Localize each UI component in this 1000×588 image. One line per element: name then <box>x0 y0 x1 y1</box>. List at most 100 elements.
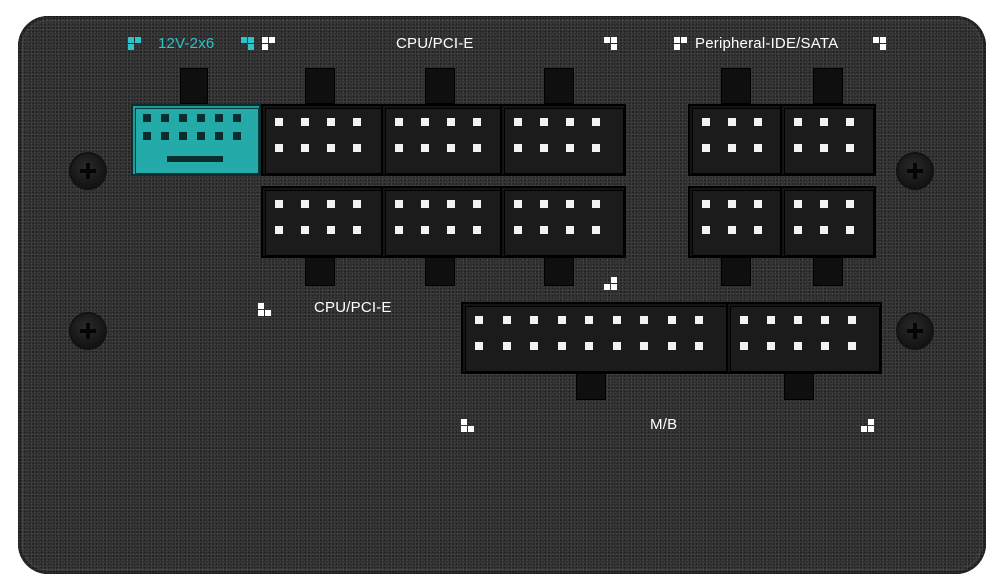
connector-pin <box>848 316 856 324</box>
connector-pin <box>275 144 283 152</box>
connector-pin <box>585 342 593 350</box>
connector-latch <box>305 68 335 104</box>
connector-pin <box>530 316 538 324</box>
corner-bracket-icon <box>258 303 272 317</box>
connector-peripheral <box>688 186 784 258</box>
connector-pin <box>473 200 481 208</box>
connector-pin <box>421 144 429 152</box>
connector-pin <box>179 132 187 140</box>
connector-cell <box>504 108 624 174</box>
connector-pin <box>447 226 455 234</box>
connector-pin <box>566 118 574 126</box>
connector-pin <box>540 226 548 234</box>
connector-peripheral <box>780 186 876 258</box>
connector-pin <box>794 200 802 208</box>
connector-pin <box>794 226 802 234</box>
connector-pin <box>215 132 223 140</box>
connector-pin <box>754 144 762 152</box>
connector-pin <box>695 316 703 324</box>
connector-pin <box>301 226 309 234</box>
connector-pin <box>592 200 600 208</box>
connector-pin <box>640 342 648 350</box>
connector-pin <box>585 316 593 324</box>
connector-pin <box>475 316 483 324</box>
connector-pin <box>846 144 854 152</box>
connector-pin <box>395 118 403 126</box>
label-peripheral-ide-sata: Peripheral-IDE/SATA <box>695 35 839 52</box>
psu-modular-panel: 12V-2x6 CPU/PCI-E Peripheral-IDE/SATA CP… <box>18 16 986 574</box>
connector-cpu-pcie <box>381 104 507 176</box>
connector-pin <box>353 144 361 152</box>
connector-cell <box>730 306 880 372</box>
connector-pin <box>143 114 151 122</box>
connector-pin <box>728 200 736 208</box>
connector-latch <box>180 68 208 104</box>
connector-pin <box>754 118 762 126</box>
connector-cpu-pcie <box>500 186 626 258</box>
label-mb: M/B <box>650 416 678 433</box>
screw-icon <box>898 314 932 348</box>
connector-pin <box>395 144 403 152</box>
connector-pin <box>502 316 511 324</box>
connector-pin <box>728 118 736 126</box>
connector-pin <box>502 342 511 350</box>
corner-bracket-icon <box>128 37 142 51</box>
connector-pin <box>566 226 574 234</box>
connector-pin <box>197 132 205 140</box>
connector-pin <box>179 114 187 122</box>
connector-pin <box>740 342 748 350</box>
connector-pin <box>667 342 676 350</box>
connector-pin <box>754 226 762 234</box>
connector-pin <box>767 316 775 324</box>
connector-pin <box>447 144 455 152</box>
connector-pin <box>514 226 522 234</box>
connector-pin <box>301 118 309 126</box>
connector-pin <box>161 132 169 140</box>
connector-pin <box>846 226 854 234</box>
connector-pin <box>557 316 566 324</box>
connector-pin <box>612 342 621 350</box>
connector-pin <box>846 118 854 126</box>
corner-bracket-icon <box>861 419 875 433</box>
connector-pin <box>421 200 429 208</box>
connector-pin <box>754 200 762 208</box>
connector-pin <box>848 342 856 350</box>
connector-pin <box>353 200 361 208</box>
connector-pin <box>566 144 574 152</box>
connector-mb-aux <box>726 302 882 374</box>
connector-pin <box>473 118 481 126</box>
connector-pin <box>667 316 676 324</box>
connector-pin <box>514 144 522 152</box>
connector-cpu-pcie <box>500 104 626 176</box>
connector-pin <box>592 144 600 152</box>
connector-sense-bar <box>167 156 223 162</box>
connector-pin <box>473 226 481 234</box>
connector-pin <box>767 342 775 350</box>
connector-cell <box>265 108 385 174</box>
connector-pin <box>395 226 403 234</box>
connector-pin <box>820 226 828 234</box>
connector-pin <box>794 342 802 350</box>
connector-cell <box>385 108 505 174</box>
corner-bracket-icon <box>604 37 618 51</box>
connector-pin <box>821 316 829 324</box>
connector-pin <box>275 118 283 126</box>
connector-cell <box>385 190 505 256</box>
connector-pin <box>327 144 335 152</box>
connector-pin <box>740 316 748 324</box>
connector-pin <box>161 114 169 122</box>
corner-bracket-icon <box>262 37 276 51</box>
label-cpu-pcie-mid: CPU/PCI-E <box>314 299 392 316</box>
connector-pin <box>233 132 241 140</box>
screw-icon <box>71 154 105 188</box>
connector-pin <box>353 118 361 126</box>
connector-pin <box>275 226 283 234</box>
connector-pin <box>353 226 361 234</box>
connector-pin <box>540 144 548 152</box>
screw-icon <box>898 154 932 188</box>
connector-latch <box>813 68 843 104</box>
connector-pin <box>794 118 802 126</box>
connector-pin <box>566 200 574 208</box>
connector-pin <box>592 226 600 234</box>
corner-bracket-icon <box>241 37 255 51</box>
